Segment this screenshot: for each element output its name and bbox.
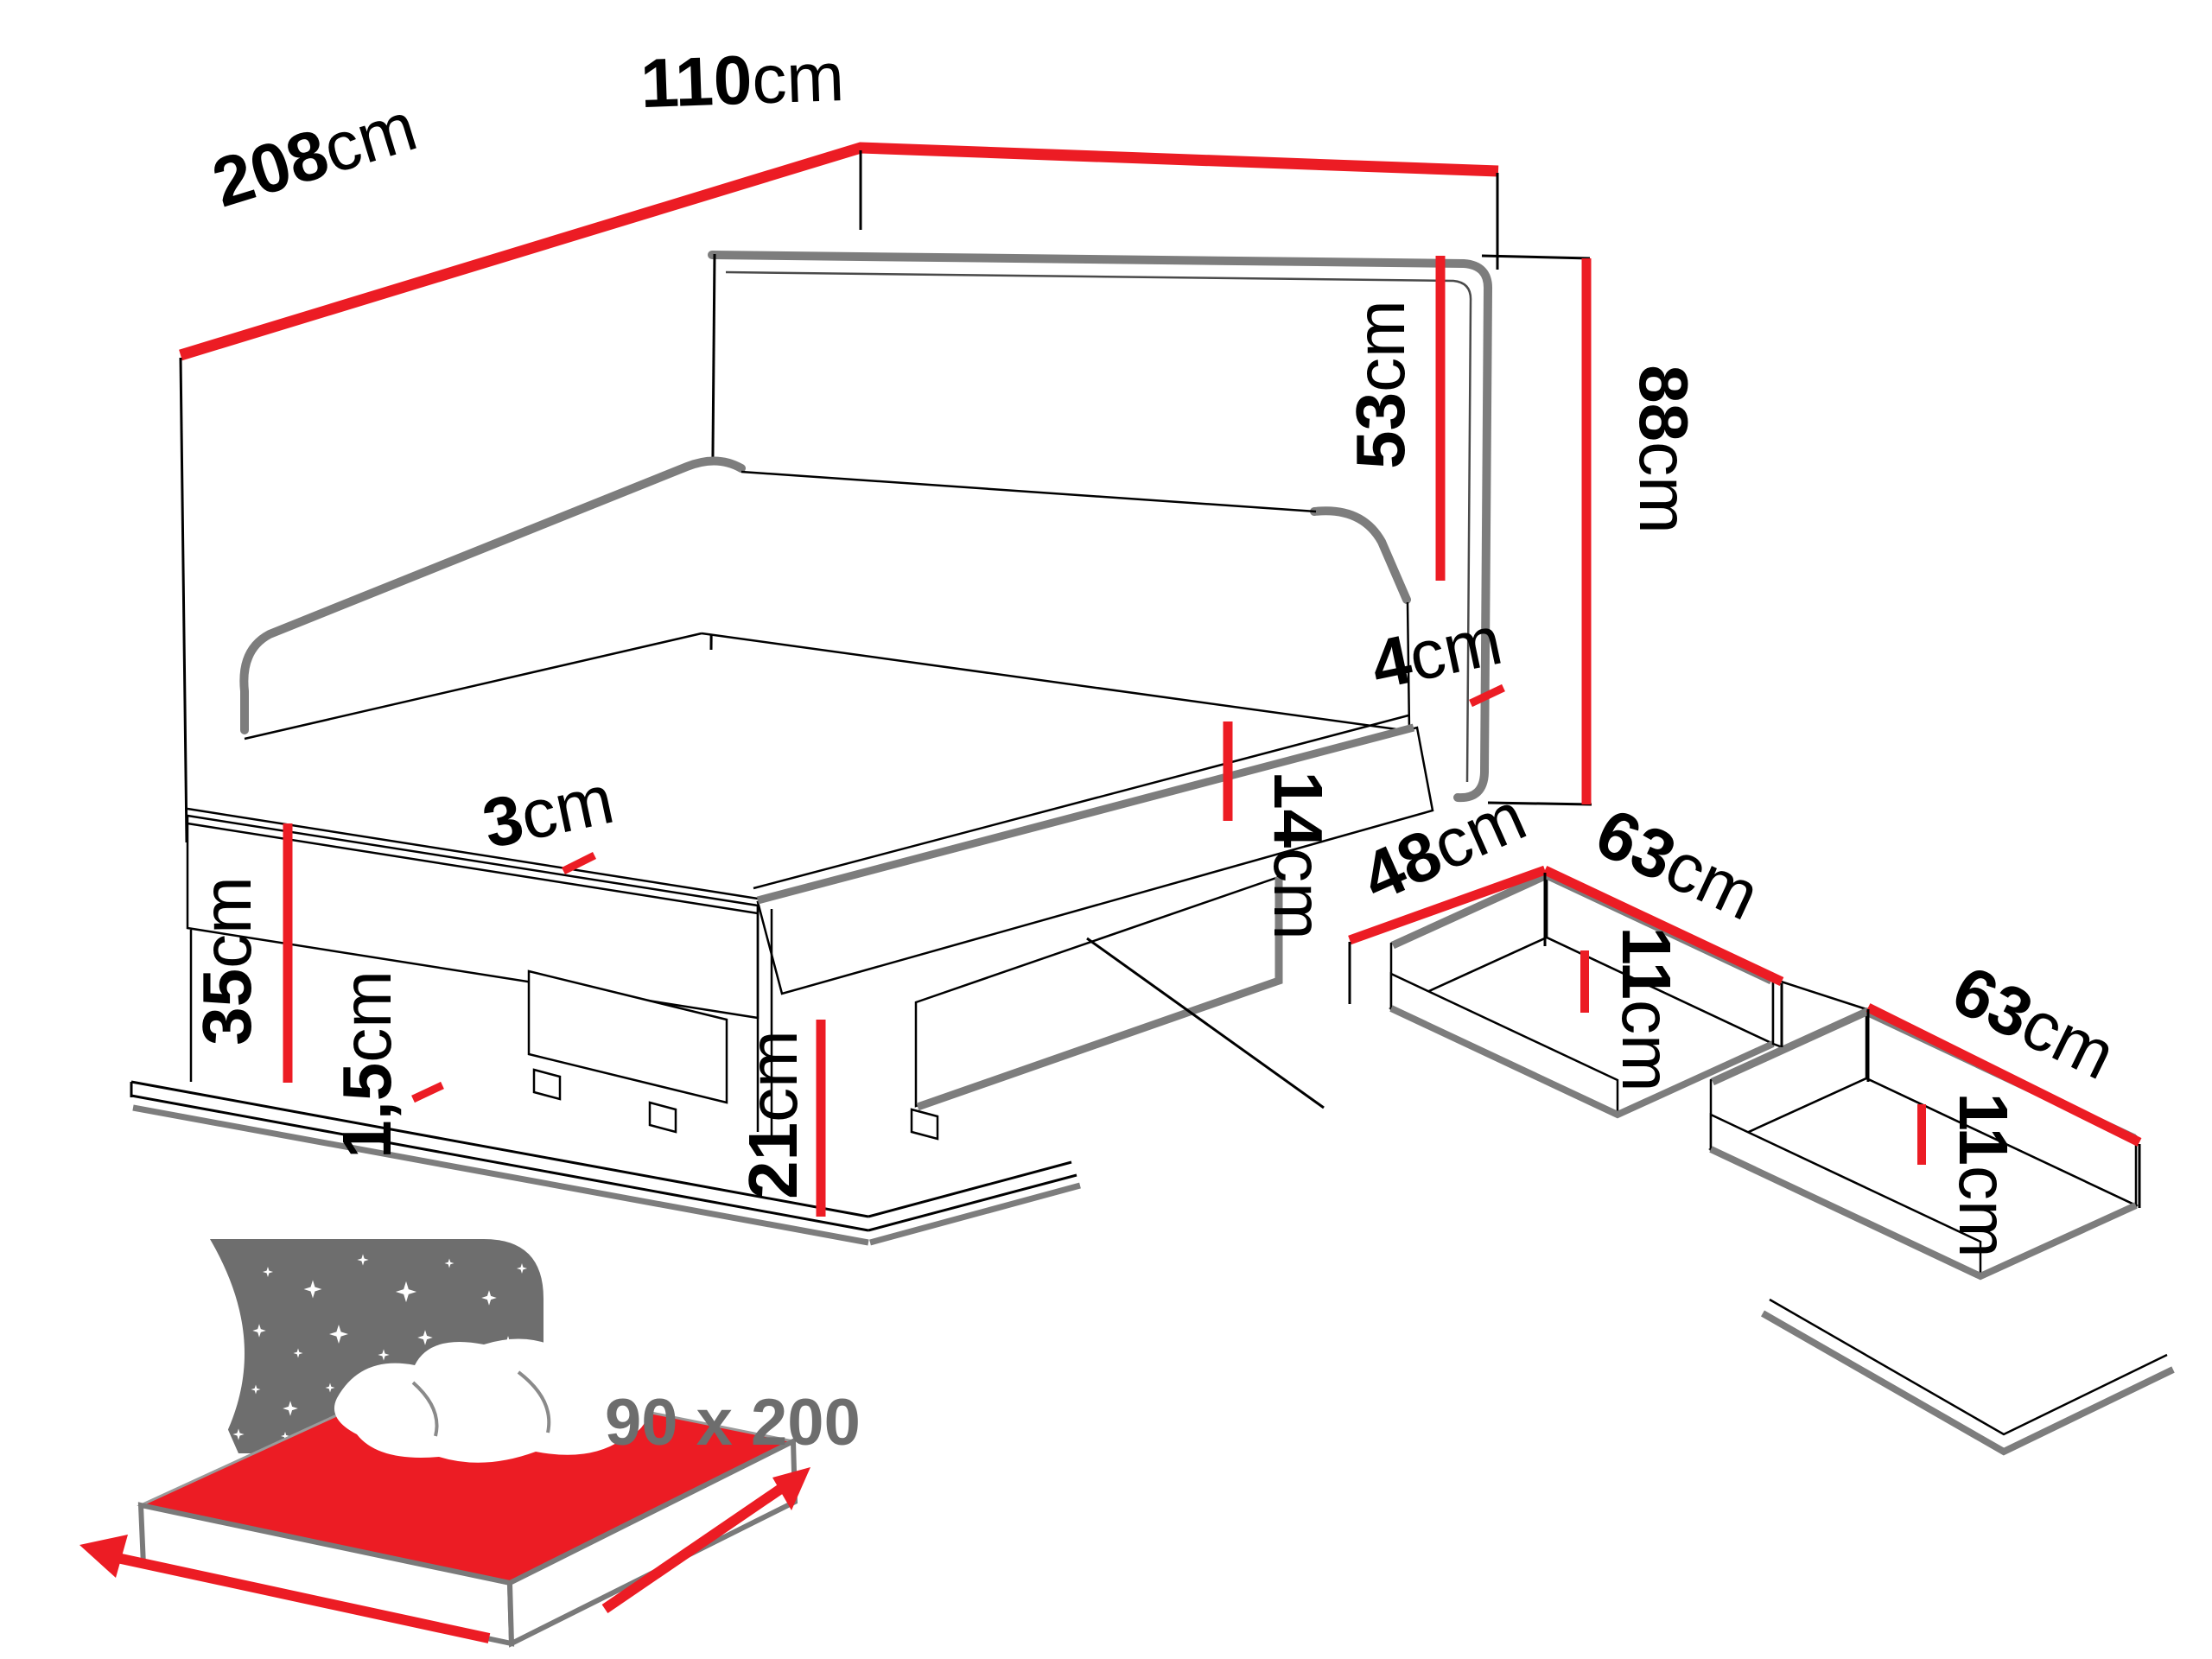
icon-duvet: [334, 1338, 647, 1463]
mattress-lip-label: 3cm: [476, 760, 620, 862]
bed-frame: [130, 714, 1434, 1246]
headboard-height-label: 53cm: [1342, 300, 1419, 469]
mattress-size-text: 90 x 200: [605, 1386, 861, 1459]
icon-length-arrow-shaft: [601, 1482, 788, 1613]
drawer-length-a-red-line: [1542, 866, 1784, 986]
wall-dimension-lines: [179, 142, 1499, 843]
wall-width-label: 110cm: [639, 38, 846, 122]
foot-face-top-edge-2: [187, 822, 759, 915]
headboard-inner-seam: [725, 270, 1472, 783]
runner-right-gray: [869, 1182, 1081, 1246]
drawer-tray-1: [1389, 871, 1776, 1119]
icon-duvet-crease-2: [411, 1381, 439, 1437]
side-rail-top-gray: [756, 723, 1415, 905]
tray2-slide-rail-inner: [1769, 1298, 2168, 1436]
runner-top-line: [130, 1080, 869, 1218]
mattress-back-edge: [741, 470, 1317, 513]
total-height-top-connector: [1481, 254, 1591, 260]
mattress-size-icon: 90 x 200: [79, 1239, 861, 1648]
drawer-depth-b-label: 11cm: [1945, 1092, 2022, 1257]
floor-gap-tick: [411, 1081, 444, 1103]
foot-face: [186, 814, 760, 1020]
runner-bottom-line: [130, 1094, 869, 1232]
mattress-base-line: [753, 714, 1409, 890]
icon-width-arrow-shaft: [104, 1550, 491, 1643]
mattress-bottom-left-edge: [244, 632, 702, 741]
runner-right-bottom: [868, 1173, 1077, 1232]
mattress: [239, 456, 1411, 741]
foot-leg-1: [532, 1068, 562, 1101]
underbed-drawer-shadow: [916, 877, 1283, 1111]
height-dimensions: [1435, 254, 1592, 806]
foot-face-top-edge-1: [187, 807, 759, 900]
drawer-length-b-red-line: [1866, 1003, 2142, 1147]
icon-length-arrow-head: [772, 1467, 810, 1510]
drawer-width-red-line: [1348, 865, 1547, 945]
drawer-tray-2: [1708, 1007, 2175, 1456]
runner-gray-shadow: [132, 1104, 869, 1246]
icon-width-arrow-head: [79, 1535, 128, 1578]
wall-length-label: 208cm: [204, 87, 425, 221]
mattress-head-end-edge: [1406, 601, 1411, 731]
foot-leg-2: [648, 1101, 677, 1134]
tray2-bottom-gray: [1709, 1146, 2138, 1281]
headboard-gap-label: 4cm: [1364, 601, 1508, 703]
tray1-bottom-gray: [1389, 1005, 1775, 1119]
bed-dimension-marks: [283, 683, 1505, 1217]
icon-duvet-crease-1: [517, 1370, 551, 1433]
drawer-depth-a-label: 11cm: [1608, 926, 1685, 1091]
underbed-clearance-label: 35cm: [188, 876, 265, 1046]
wall-left-extent-line: [179, 357, 188, 843]
floor-runner: [130, 1080, 1081, 1246]
mattress-lip-tick: [561, 851, 597, 875]
mattress-head-corner: [1310, 506, 1411, 604]
foot-leg-3: [910, 1108, 939, 1141]
floor-gap-label: 1,5cm: [328, 970, 405, 1159]
drawer-dimensions: [1348, 865, 2142, 1208]
side-rail-label: 14cm: [1260, 771, 1337, 940]
total-height-bottom-connector: [1487, 801, 1592, 806]
wall-corner-red-line: [179, 142, 1499, 361]
plinth-drawer-front: [527, 969, 728, 1104]
mattress-base-seam: [701, 632, 1410, 733]
tray2-slide-rail: [1761, 1310, 2175, 1456]
icon-curtain-fold: [188, 1338, 238, 1453]
drawer-front-height-label: 21cm: [734, 1030, 811, 1199]
headboard-outline-gray: [708, 251, 1492, 803]
mattress-long-edge: [239, 456, 746, 734]
drawer-leader-line: [1086, 937, 1325, 1109]
headboard-gap-tick: [1469, 683, 1505, 708]
runner-right-top: [868, 1160, 1072, 1218]
total-height-label: 88cm: [1625, 365, 1702, 534]
